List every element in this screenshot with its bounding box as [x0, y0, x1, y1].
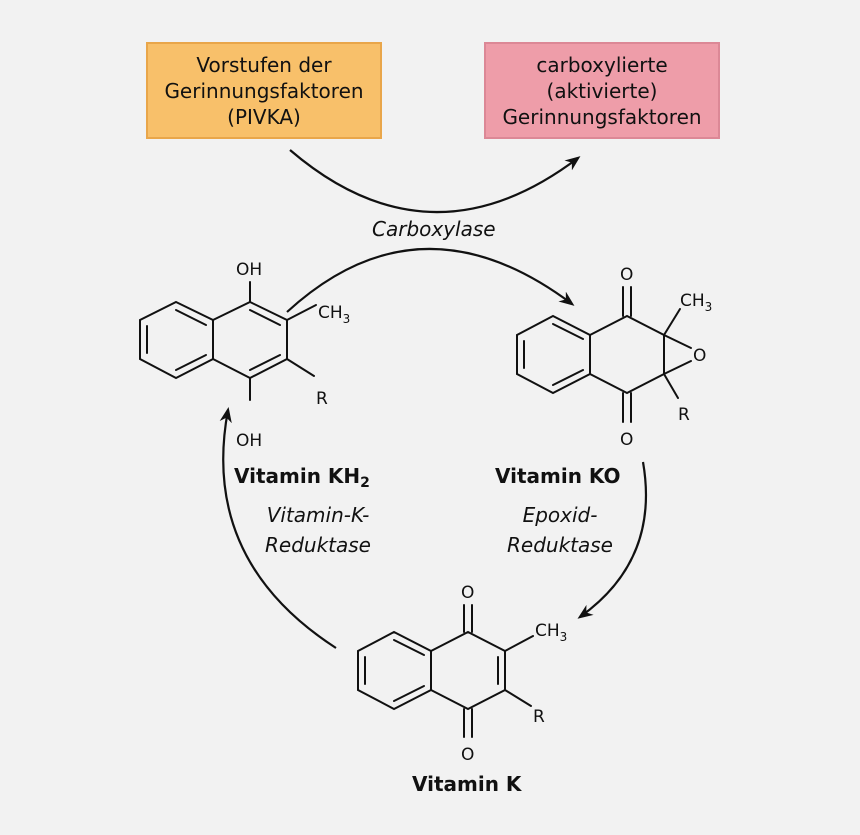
k-ch3: CH3 [535, 621, 567, 644]
vitamin-k-reductase-line-2: Reduktase [265, 533, 371, 557]
ko-o-epoxide: O [693, 346, 706, 366]
k-r: R [533, 707, 545, 727]
ko-o-top: O [620, 265, 633, 285]
ko-ch3: CH3 [680, 291, 712, 314]
activated-factors-box: carboxylierte (aktivierte) Gerinnungsfak… [484, 42, 720, 139]
activated-line-3: Gerinnungsfaktoren [502, 104, 702, 129]
vitamin-kh2-structure [139, 281, 317, 401]
epoxid-reductase-line-2: Reduktase [507, 533, 613, 557]
k-o-bottom: O [461, 745, 474, 765]
vitamin-kh2-main: Vitamin KH [234, 464, 361, 488]
activated-line-1: carboxylierte [536, 52, 668, 77]
ko-r: R [678, 405, 690, 425]
epoxid-reductase-line-1: Epoxid- [522, 503, 598, 527]
activated-line-2: (aktivierte) [546, 78, 658, 103]
kh2-oh-bottom: OH [236, 431, 262, 451]
precursor-line-3: (PIVKA) [227, 104, 301, 129]
epoxid-reductase-label: Epoxid- Reduktase [490, 500, 630, 560]
vitamin-k-reductase-label: Vitamin-K- Reduktase [248, 500, 388, 560]
kh2-r: R [316, 389, 328, 409]
arrow-precursor-to-activated [289, 149, 581, 214]
vitamin-k-name: Vitamin K [412, 772, 522, 796]
vitamin-k-reductase-line-1: Vitamin-K- [266, 503, 370, 527]
kh2-oh-top: OH [236, 260, 262, 280]
precursor-line-1: Vorstufen der [196, 52, 332, 77]
arrow-ko-to-k [577, 461, 647, 619]
vitamin-ko-name: Vitamin KO [495, 464, 621, 488]
kh2-ch3: CH3 [318, 303, 350, 326]
arrow-kh2-to-ko [286, 247, 575, 313]
carboxylase-label: Carboxylase [372, 217, 496, 241]
vitamin-ko-structure [516, 286, 692, 423]
ko-o-bottom: O [620, 430, 633, 450]
arrow-k-to-kh2 [219, 406, 337, 649]
vitamin-kh2-name: Vitamin KH2 [234, 464, 370, 491]
vitamin-k-structure [357, 604, 534, 738]
k-o-top: O [461, 583, 474, 603]
precursor-line-2: Gerinnungsfaktoren [164, 78, 364, 103]
vitamin-kh2-subscript: 2 [360, 475, 370, 491]
precursor-factors-box: Vorstufen der Gerinnungsfaktoren (PIVKA) [146, 42, 382, 139]
